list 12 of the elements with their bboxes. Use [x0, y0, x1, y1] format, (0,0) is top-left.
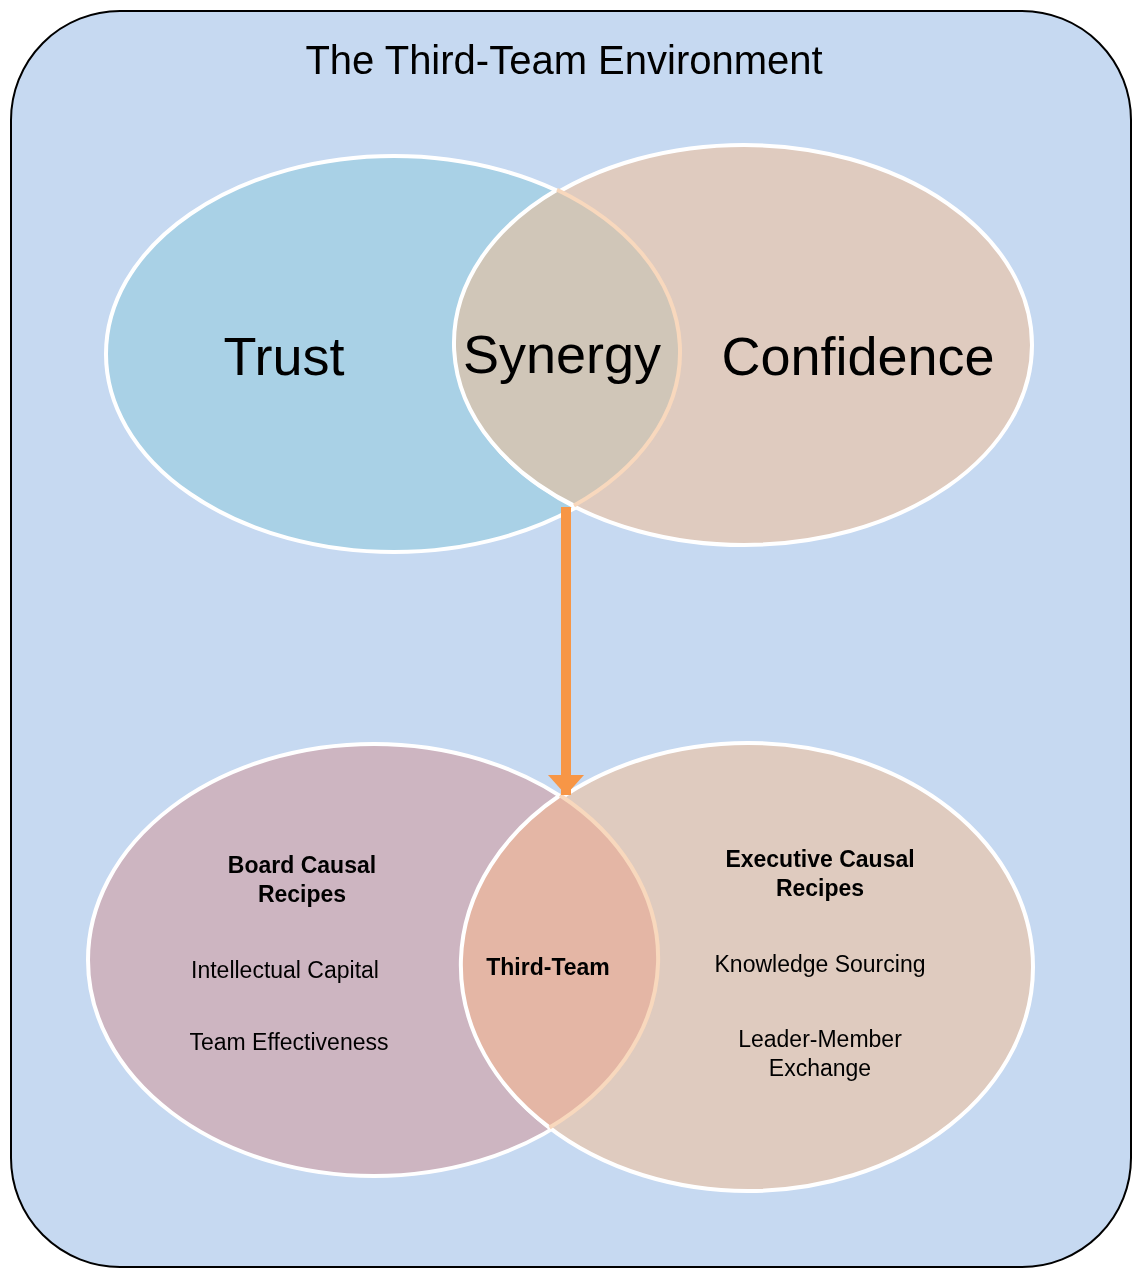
item-text: Intellectual Capital	[190, 955, 380, 985]
concept-label: Trust	[222, 325, 346, 389]
environment-panel	[10, 10, 1132, 1268]
heading-text: Third-Team	[485, 952, 611, 982]
heading-text: Board Causal Recipes	[226, 851, 378, 909]
panel-heading: The Third-Team Environment	[304, 37, 824, 84]
concept-label: Confidence	[720, 325, 996, 389]
concept-label: Synergy	[461, 323, 663, 387]
item-text: Knowledge Sourcing	[713, 949, 927, 979]
item-text: Team Effectiveness	[188, 1027, 390, 1057]
item-text: Leader-Member Exchange	[737, 1025, 903, 1083]
heading-text: Executive Causal Recipes	[724, 845, 916, 903]
